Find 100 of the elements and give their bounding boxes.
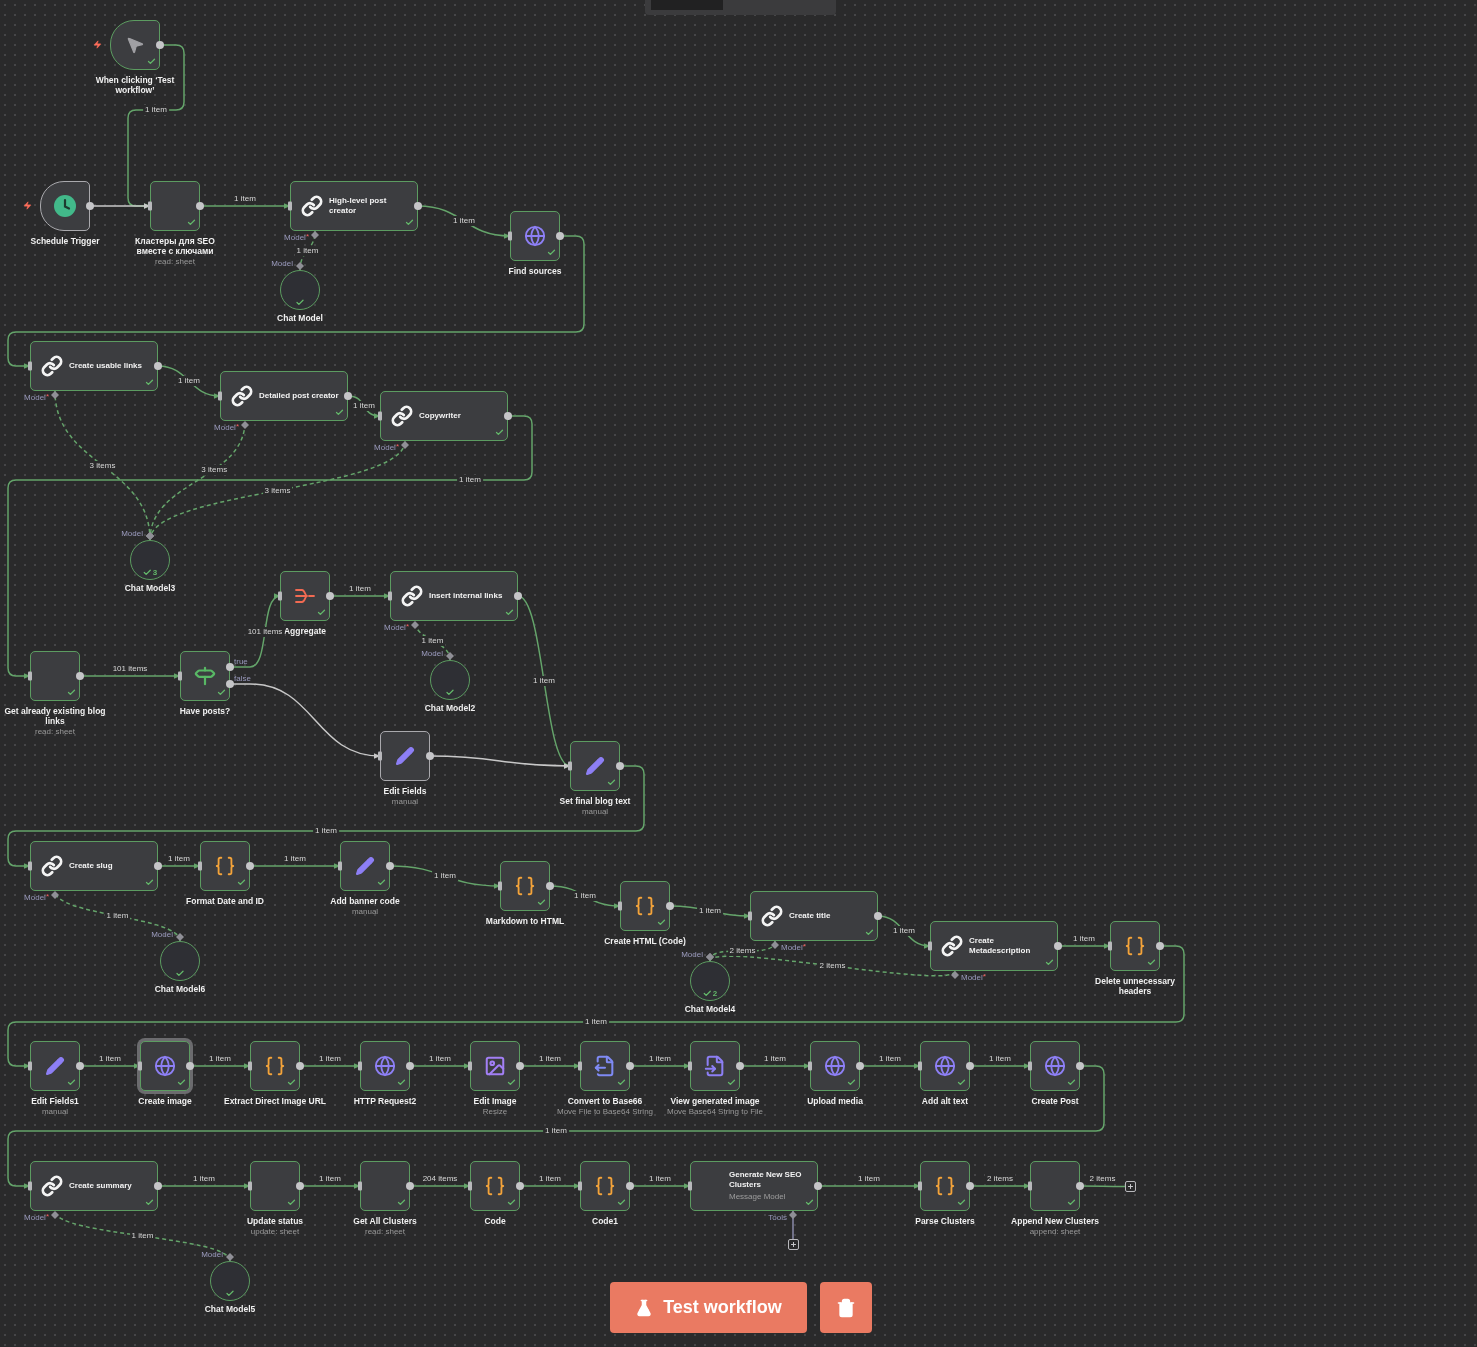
edge-label: 2 items [817,961,848,971]
edge-label: 1 item [129,1231,156,1241]
plus-icon [1125,1181,1136,1192]
node-title: High-level post creator [329,196,388,216]
node-title: Copywriter [419,411,461,421]
dashed-connector [147,440,408,541]
edge-label: 1 item [891,926,917,936]
node-card [30,341,158,391]
edge-label: 1 item [531,676,557,686]
edge-label: 1 item [427,1054,453,1064]
edge-label: 1 item [317,1054,343,1064]
node-title: Delete unnecessary headers [1094,976,1176,996]
node-title: Chat Model3 [124,583,176,593]
node-title: Get All Clusters [353,1216,417,1226]
node-subtitle: Move Base64 String to File [667,1107,763,1116]
node-title: Add banner code [330,896,400,906]
port-label: Model [271,259,293,268]
edge-label: 1 item [877,1054,903,1064]
edge-label: 1 item [97,1054,123,1064]
node-card [380,391,508,441]
edge-label: 1 item [543,1126,569,1136]
node-subtitle: append: sheet [1029,1227,1081,1236]
port-label: Model [421,649,443,658]
port-label: true [234,657,248,666]
edge-label: 1 item [697,906,723,916]
node-title: Create HTML (Code) [604,936,686,946]
node-title: View generated image [670,1096,760,1106]
node-title: Create Post [1031,1096,1079,1106]
dashed-connector [296,230,319,271]
node-title: HTTP Request2 [353,1096,417,1106]
dashed-connector [52,890,183,942]
test-workflow-button: Test workflow [610,1282,807,1333]
edge-label: 1 item [537,1054,563,1064]
node-title: Schedule Trigger [30,236,100,246]
node-subtitle: manual [391,797,419,806]
node-subtitle: read: sheet [365,1227,405,1236]
plus-icon [787,1239,799,1250]
arrow [7,1065,1105,1189]
edge-label: 101 items [110,664,150,674]
node-title: Create title [789,911,831,921]
run-count: 2 [712,989,718,998]
node-title: Format Date and ID [186,896,264,906]
node-title: Set final blog text [559,796,631,806]
node-title: Get already existing blog links [3,706,107,726]
connector-line [789,1210,797,1240]
port-label: false [234,674,251,683]
port-label: Tools [768,1213,787,1222]
node-card [220,371,348,421]
node-title: Chat Model2 [424,703,476,713]
edge-label: 1 item [313,826,339,836]
node-title: Code [484,1216,506,1226]
edge-label: 1 item [537,1174,563,1184]
node-card [390,571,518,621]
dashed-connector [709,955,956,977]
edge-label: 1 item [572,891,598,901]
edge-label: 1 item [232,194,258,204]
edge-label: 3 items [199,464,230,475]
edge-label: 2 items [727,946,758,956]
edge-label: 3 items [87,460,118,471]
node-subtitle: Move File to Base64 String [557,1107,653,1116]
node-title: Update status [246,1216,304,1226]
node-card [690,1161,818,1211]
edge-label: 1 item [176,376,202,386]
node-title: Parse Clusters [915,1216,975,1226]
arrow [7,415,533,679]
node-card [290,181,418,231]
edge-label: 1 item [762,1054,788,1064]
edge-label: 3 items [262,485,293,496]
edge-label: 1 item [317,1174,343,1184]
node-subtitle: read: sheet [35,727,75,736]
node-card [30,841,158,891]
node-title: Markdown to HTML [485,916,565,926]
node-title: When clicking ‘Test workflow’ [94,75,176,95]
node-title: Append New Clusters [1011,1216,1099,1226]
dashed-connector [411,620,454,661]
run-count: 3 [152,568,158,577]
edge-label: 1 item [207,1054,233,1064]
node-title: Find sources [508,266,562,276]
node-title: Convert to Base66 [567,1096,643,1106]
edge-label: 1 item [451,216,477,226]
node-subtitle: update: sheet [250,1227,300,1236]
edge-label: 1 item [191,1174,217,1184]
node-subtitle: read: sheet [155,257,195,266]
edge-label: 1 item [647,1174,673,1184]
node-title: Chat Model [277,313,323,323]
node-title: Upload media [807,1096,863,1106]
node-subtitle: manual [41,1107,69,1116]
node-title: Edit Image [473,1096,517,1106]
node-card [750,891,878,941]
node-title: Chat Model4 [684,1004,736,1014]
node-card [930,921,1058,971]
port-label: Model [151,930,173,939]
edge-label: 1 item [166,854,192,864]
node-title: Create summary [69,1181,132,1191]
arrow [7,235,585,369]
arrow [7,945,1185,1069]
node-subtitle: manual [351,907,379,916]
edge-label: 1 item [282,854,308,864]
node-title: Chat Model5 [204,1304,256,1314]
node-card [30,1161,158,1211]
